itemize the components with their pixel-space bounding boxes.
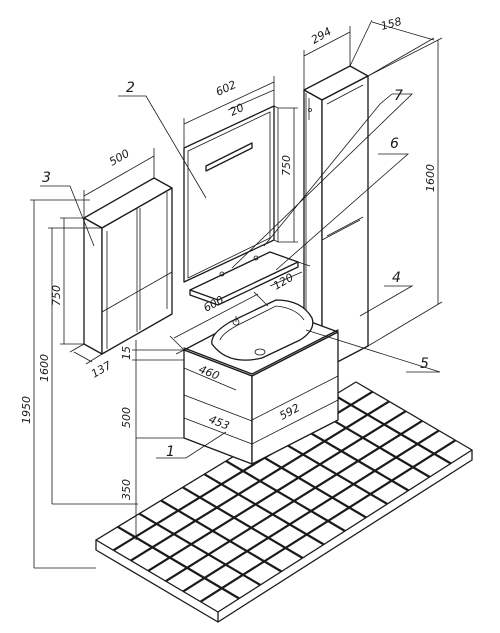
- dim-shelf-depth: 120: [271, 271, 296, 293]
- dim-mirror-cabinet-width: 500: [107, 147, 132, 169]
- mirror-cabinet: [83, 177, 173, 355]
- dim-mirror-height: 750: [280, 155, 293, 176]
- dimension-lines: [30, 19, 443, 569]
- callout-leaders: [40, 93, 441, 459]
- callout-6: 6: [390, 136, 399, 152]
- tile-line: [199, 439, 457, 603]
- tile-line: [203, 473, 325, 546]
- callout-5: 5: [420, 356, 429, 372]
- tile-line: [130, 400, 390, 562]
- tile-line: [138, 512, 261, 586]
- dim-mirror-cabinet-depth: 137: [89, 359, 114, 381]
- callout-4: 4: [392, 270, 401, 286]
- dim-column-height: 1600: [424, 164, 437, 192]
- dim-basin-thickness: 15: [120, 346, 133, 360]
- tile-line: [268, 433, 388, 505]
- tile-line: [117, 525, 240, 600]
- tile-line: [147, 410, 407, 572]
- callout-7: 7: [394, 88, 403, 104]
- tile-line: [333, 394, 452, 465]
- dim-floor-clearance: 350: [120, 479, 133, 500]
- dim-mirror-lamp-offset: 20: [228, 101, 246, 119]
- tile-line: [182, 486, 304, 559]
- dim-overall-height: 1950: [20, 396, 33, 424]
- callout-2: 2: [126, 80, 135, 96]
- mirror: [183, 105, 279, 283]
- tile-line: [247, 446, 367, 519]
- callout-3: 3: [42, 170, 51, 186]
- tile-line: [165, 419, 423, 583]
- tile-line: [160, 499, 283, 573]
- dim-mount-height: 1600: [38, 354, 51, 382]
- tile-line: [182, 429, 440, 593]
- tall-column-cabinet: [303, 65, 369, 371]
- dim-column-depth: 158: [379, 15, 403, 33]
- basin: [211, 299, 314, 361]
- tile-line: [225, 460, 346, 532]
- dim-mirror-cabinet-height: 750: [50, 285, 63, 306]
- dim-mirror-width: 602: [214, 78, 239, 99]
- dim-vanity-height: 500: [120, 407, 133, 428]
- dim-column-width: 294: [309, 25, 334, 47]
- floor-tiles: [95, 381, 473, 623]
- callout-numbers: 1 2 3 4 5 6 7: [42, 80, 429, 460]
- callout-1: 1: [166, 444, 175, 460]
